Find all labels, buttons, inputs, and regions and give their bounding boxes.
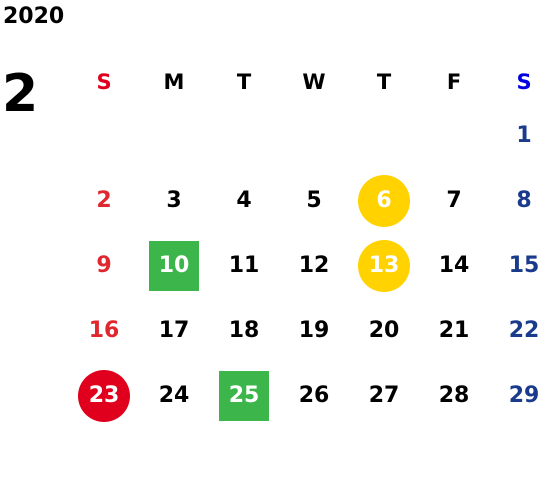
date-cell: 22 bbox=[508, 318, 540, 343]
date-cell-marked-red: 23 bbox=[78, 369, 130, 422]
date-cell: 19 bbox=[298, 318, 330, 343]
date-cell: 26 bbox=[298, 383, 330, 408]
calendar-grid: S M T W T F S 1 2 3 4 5 6 7 8 9 10 11 12… bbox=[69, 60, 548, 428]
date-cell bbox=[218, 110, 270, 162]
date-cell bbox=[428, 110, 480, 162]
date-cell-marked-green: 25 bbox=[219, 370, 269, 421]
weekday-header-row: S M T W T F S bbox=[69, 60, 548, 103]
date-cell: 1 bbox=[516, 123, 532, 148]
date-cell bbox=[288, 110, 340, 162]
weekday-monday: M bbox=[163, 69, 185, 94]
week-row-1: 1 bbox=[69, 103, 548, 168]
weekday-thursday: T bbox=[376, 69, 392, 94]
week-row-3: 9 10 11 12 13 14 15 bbox=[69, 233, 548, 298]
date-cell: 11 bbox=[228, 253, 260, 278]
date-cell: 8 bbox=[516, 188, 532, 213]
date-cell: 29 bbox=[508, 383, 540, 408]
date-cell bbox=[148, 110, 200, 162]
date-cell: 7 bbox=[446, 188, 462, 213]
date-cell: 3 bbox=[166, 188, 182, 213]
weekday-sunday: S bbox=[96, 69, 112, 94]
date-cell: 21 bbox=[438, 318, 470, 343]
date-cell-marked-yellow: 13 bbox=[358, 239, 410, 292]
date-cell: 20 bbox=[368, 318, 400, 343]
date-cell: 17 bbox=[158, 318, 190, 343]
date-cell-marked-yellow: 6 bbox=[358, 174, 410, 227]
date-cell bbox=[78, 110, 130, 162]
date-cell: 15 bbox=[508, 253, 540, 278]
date-cell: 18 bbox=[228, 318, 260, 343]
weekday-friday: F bbox=[446, 69, 462, 94]
date-cell bbox=[358, 110, 410, 162]
year-label: 2020 bbox=[3, 4, 65, 29]
date-cell: 2 bbox=[96, 188, 112, 213]
week-row-5: 23 24 25 26 27 28 29 bbox=[69, 363, 548, 428]
month-label: 2 bbox=[2, 64, 39, 124]
date-cell: 16 bbox=[88, 318, 120, 343]
date-cell: 9 bbox=[96, 253, 112, 278]
week-row-2: 2 3 4 5 6 7 8 bbox=[69, 168, 548, 233]
date-cell: 28 bbox=[438, 383, 470, 408]
date-cell: 12 bbox=[298, 253, 330, 278]
week-row-4: 16 17 18 19 20 21 22 bbox=[69, 298, 548, 363]
date-cell-marked-green: 10 bbox=[149, 240, 199, 291]
date-cell: 14 bbox=[438, 253, 470, 278]
date-cell: 24 bbox=[158, 383, 190, 408]
weekday-saturday: S bbox=[516, 69, 532, 94]
date-cell: 4 bbox=[236, 188, 252, 213]
date-cell: 27 bbox=[368, 383, 400, 408]
weekday-tuesday: T bbox=[236, 69, 252, 94]
weekday-wednesday: W bbox=[302, 69, 326, 94]
date-cell: 5 bbox=[306, 188, 322, 213]
